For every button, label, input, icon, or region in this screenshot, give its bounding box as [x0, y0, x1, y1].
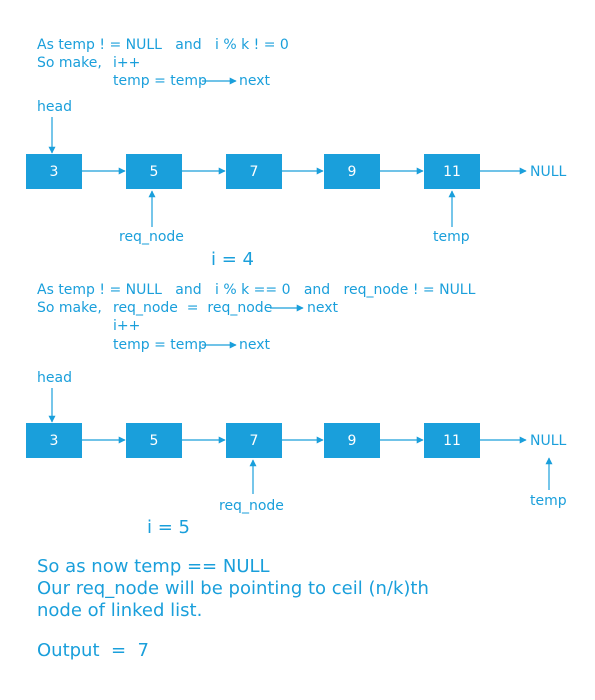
node-box: [126, 154, 182, 189]
step2-action-req-right: next: [307, 300, 339, 316]
step2-node-1: 3: [26, 423, 82, 458]
node-value: 7: [250, 164, 259, 180]
node-value: 7: [250, 433, 259, 449]
step1-condition: As temp ! = NULL and i % k ! = 0: [37, 37, 289, 53]
conclusion-line-3: node of linked list.: [37, 600, 203, 621]
step2-action-increment: i++: [113, 318, 141, 334]
step2-node-2: 5: [126, 423, 182, 458]
step1-req-node-label: req_node: [119, 229, 184, 245]
node-box: [424, 154, 480, 189]
step1-action-temp-right: next: [239, 73, 271, 89]
conclusion-line-2: Our req_node will be pointing to ceil (n…: [37, 578, 429, 599]
step2-node-5: 11: [424, 423, 480, 458]
step1-temp-label: temp: [433, 229, 470, 245]
node-box: [26, 154, 82, 189]
step2-node-4: 9: [324, 423, 380, 458]
node-box: [226, 423, 282, 458]
node-value: 5: [150, 164, 159, 180]
node-box: [324, 154, 380, 189]
node-value: 3: [50, 433, 59, 449]
step2-node-3: 7: [226, 423, 282, 458]
step2-i-value: i = 5: [147, 517, 190, 538]
step1-i-value: i = 4: [211, 249, 254, 270]
step2-temp-label: temp: [530, 493, 567, 509]
step2-action-temp-right: next: [239, 337, 271, 353]
step2-so-make: So make,: [37, 300, 102, 316]
step2-head-label: head: [37, 370, 72, 386]
node-box: [26, 423, 82, 458]
step1-node-4: 9: [324, 154, 380, 189]
node-value: 9: [348, 164, 357, 180]
node-value: 5: [150, 433, 159, 449]
step1-action-temp-left: temp = temp: [113, 73, 207, 89]
node-box: [424, 423, 480, 458]
node-box: [226, 154, 282, 189]
conclusion-line-1: So as now temp == NULL: [37, 556, 270, 577]
step1-head-label: head: [37, 99, 72, 115]
step2-req-node-label: req_node: [219, 498, 284, 514]
step2-action-req-left: req_node = req_node: [113, 300, 273, 316]
step1-node-1: 3: [26, 154, 82, 189]
step2-action-temp-left: temp = temp: [113, 337, 207, 353]
node-value: 11: [443, 433, 461, 449]
step1-node-3: 7: [226, 154, 282, 189]
step1-node-5: 11: [424, 154, 480, 189]
node-box: [126, 423, 182, 458]
node-box: [324, 423, 380, 458]
step2-condition: As temp ! = NULL and i % k == 0 and req_…: [37, 282, 476, 298]
node-value: 9: [348, 433, 357, 449]
step1-action-increment: i++: [113, 55, 141, 71]
node-value: 11: [443, 164, 461, 180]
node-value: 3: [50, 164, 59, 180]
step1-so-make: So make,: [37, 55, 102, 71]
output-line: Output = 7: [37, 640, 149, 661]
step1-node-2: 5: [126, 154, 182, 189]
step2-null-label: NULL: [530, 433, 567, 449]
step1-null-label: NULL: [530, 164, 567, 180]
